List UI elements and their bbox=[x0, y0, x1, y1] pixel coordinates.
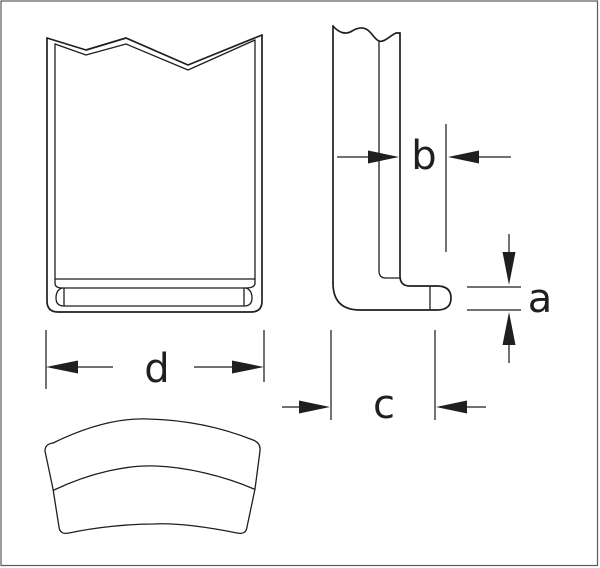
dim-d-left-arrowhead-icon bbox=[46, 360, 78, 374]
side-view-break-line bbox=[332, 25, 401, 43]
side-view-inner-corner bbox=[378, 270, 401, 279]
curved-segment-middle-line bbox=[53, 465, 255, 491]
dimension-label-b: b bbox=[411, 133, 436, 179]
dim-d-right-arrowhead-icon bbox=[232, 360, 264, 374]
dimension-label-a: a bbox=[528, 276, 553, 322]
dim-b-right-arrowhead-icon bbox=[448, 150, 479, 164]
front-view-drawing bbox=[46, 34, 263, 313]
side-view-foot-outline bbox=[332, 32, 452, 311]
dimension-label-c: c bbox=[373, 382, 395, 428]
dimension-d: d bbox=[45, 330, 265, 392]
dimension-a: a bbox=[467, 234, 552, 363]
dim-b-left-arrowhead-icon bbox=[368, 150, 399, 164]
dim-a-up-arrowhead-icon bbox=[502, 312, 516, 345]
dimension-c: c bbox=[282, 330, 486, 428]
front-view-break-line-outer bbox=[46, 34, 263, 66]
front-view-base-pad bbox=[55, 287, 253, 307]
front-view-base-top-edge bbox=[54, 282, 256, 289]
front-view-break-line-inner bbox=[54, 39, 256, 71]
curved-segment-outline bbox=[44, 418, 261, 535]
dimension-label-d: d bbox=[144, 346, 169, 392]
dim-c-right-arrowhead-icon bbox=[436, 400, 467, 414]
dim-c-left-arrowhead-icon bbox=[299, 400, 330, 414]
dim-a-down-arrowhead-icon bbox=[502, 252, 516, 285]
front-view-outline bbox=[46, 34, 263, 313]
dimension-b: b bbox=[337, 124, 511, 252]
curved-segment-drawing bbox=[44, 418, 261, 535]
